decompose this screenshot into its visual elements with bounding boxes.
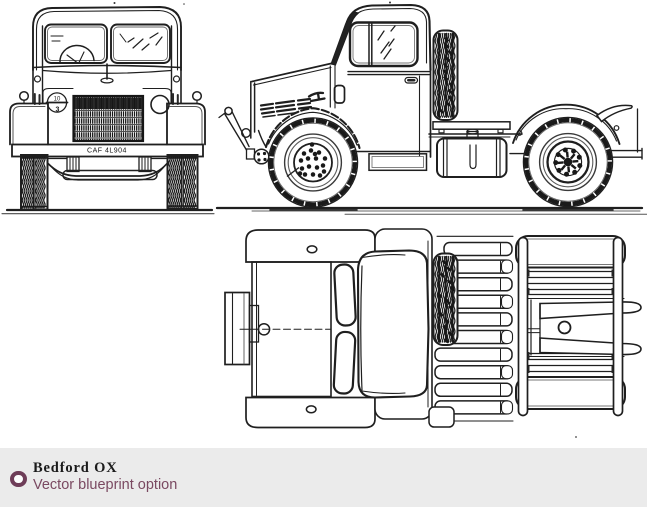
svg-text:CAF 4L904: CAF 4L904 bbox=[87, 148, 127, 155]
svg-text:3: 3 bbox=[56, 107, 60, 114]
svg-text:10: 10 bbox=[54, 97, 61, 103]
